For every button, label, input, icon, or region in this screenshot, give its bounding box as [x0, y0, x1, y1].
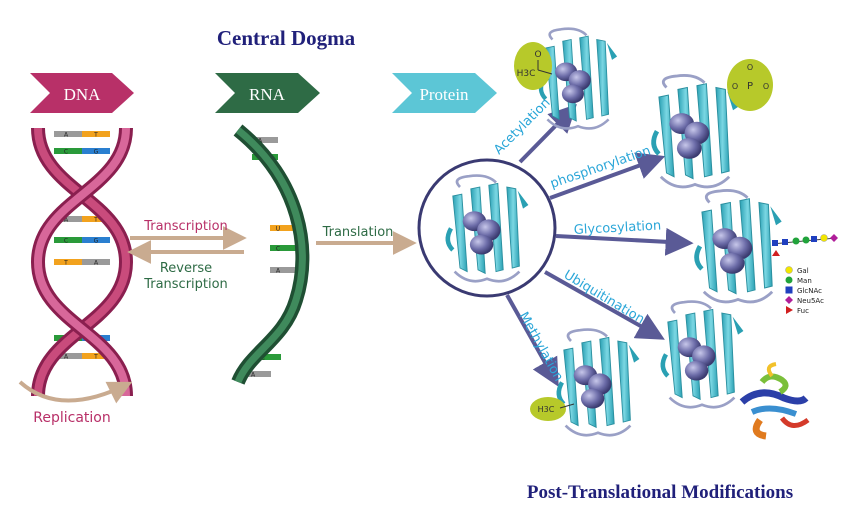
dna-base-left-label-4: T [63, 260, 68, 267]
legend-item-glcnac: GlcNAc [785, 286, 822, 295]
dna-base-left-label-2: A [64, 217, 69, 224]
dna-base-left-2 [54, 216, 82, 222]
rna-base-6 [245, 371, 271, 377]
methyl-group: H3C [530, 397, 575, 421]
dna-base-right-3 [82, 237, 110, 243]
legend-item-neu5ac: Neu5Ac [785, 296, 824, 305]
rna-base-4 [270, 267, 296, 273]
dna-base-right-6 [82, 353, 110, 359]
transcription-label: Transcription [143, 219, 228, 234]
translation-label: Translation [322, 225, 394, 240]
dna-chevron: DNA [30, 73, 134, 113]
dna-base-left-4 [54, 259, 82, 265]
dna-base-left-0 [54, 131, 82, 137]
phosphate-o-left: O [732, 82, 738, 91]
legend-item-man: Man [785, 276, 812, 285]
phosphorylation-arrow [549, 152, 666, 200]
dna-base-right-1 [82, 148, 110, 154]
dna-base-right-label-6: T [93, 354, 98, 361]
dna-label: DNA [64, 85, 102, 104]
methylation-arrow [505, 294, 559, 387]
rna-base-5 [255, 354, 281, 360]
dna-base-right-label-4: A [94, 260, 99, 267]
rna-label: RNA [249, 85, 286, 104]
rna-base-label-4: A [276, 268, 281, 275]
acetylation-label: Acetylation [491, 96, 553, 158]
legend-label-gal: Gal [797, 267, 809, 275]
rna-base-2 [270, 225, 296, 231]
phosphate-group: P O O O [727, 59, 773, 111]
dna-base-left-label-0: A [64, 132, 69, 139]
legend-item-gal: Gal [785, 266, 809, 275]
rna-base-label-6: A [251, 372, 256, 379]
ubiquitination-label: Ubiquitination [561, 268, 647, 328]
phosphorylated-protein [654, 75, 739, 186]
acetyl-oxygen-label: O [534, 50, 541, 60]
dna-base-right-label-1: G [94, 149, 99, 156]
glycan-chain [771, 234, 838, 256]
glycosylation-arrow [555, 227, 694, 256]
dna-base-right-label-0: T [93, 132, 98, 139]
methylation-label: Methylation [516, 310, 566, 384]
glycosylated-protein [697, 190, 782, 301]
ubiquitinated-protein [663, 302, 744, 408]
legend-item-fuc: Fuc [786, 306, 809, 315]
glycan-legend: Gal Man GlcNAc Neu5Ac Fuc [785, 266, 824, 315]
dna-base-left-1 [54, 148, 82, 154]
ubiquitin-molecule [739, 362, 810, 440]
phosphate-o-top: O [747, 63, 753, 72]
reverse-transcription-label-1: Reverse [160, 261, 212, 276]
legend-label-neu5ac: Neu5Ac [797, 297, 824, 305]
reverse-transcription-label-2: Transcription [143, 277, 228, 292]
replication-arrow [18, 380, 133, 404]
rna-base-label-2: U [276, 226, 280, 233]
protein-chevron: Protein [392, 73, 497, 113]
dna-base-left-6 [54, 353, 82, 359]
ptm-title: Post-Translational Modifications [527, 482, 793, 503]
diagram-title: Central Dogma [217, 26, 356, 50]
legend-label-fuc: Fuc [797, 307, 809, 315]
dna-base-right-4 [82, 259, 110, 265]
acetylated-protein [541, 29, 617, 129]
methylated-protein [559, 330, 640, 436]
glycosylation-label: Glycosylation [573, 218, 661, 238]
phosphate-o-right: O [763, 82, 769, 91]
rna-base-label-3: C [276, 246, 280, 253]
replication-label: Replication [33, 410, 110, 426]
legend-label-man: Man [797, 277, 812, 285]
acetyl-group: O H3C [514, 42, 553, 90]
acetyl-group-label: H3C [517, 69, 536, 79]
dna-base-left-label-6: A [64, 354, 69, 361]
dna-base-left-label-1: C [64, 149, 68, 156]
rna-chevron: RNA [215, 73, 320, 113]
methyl-group-label: H3C [538, 405, 555, 414]
rna-base-0 [252, 137, 278, 143]
acetylation-arrow [518, 104, 577, 164]
dna-base-left-label-3: C [64, 238, 68, 245]
protein-label: Protein [419, 85, 469, 104]
dna-base-right-label-3: G [94, 238, 99, 245]
dna-base-right-2 [82, 216, 110, 222]
ubiquitination-arrow [544, 270, 665, 340]
dna-base-right-0 [82, 131, 110, 137]
phosphate-p-label: P [747, 81, 753, 92]
legend-label-glcnac: GlcNAc [797, 287, 822, 295]
dna-base-left-3 [54, 237, 82, 243]
rna-base-3 [270, 245, 296, 251]
dna-base-right-label-2: T [93, 217, 98, 224]
